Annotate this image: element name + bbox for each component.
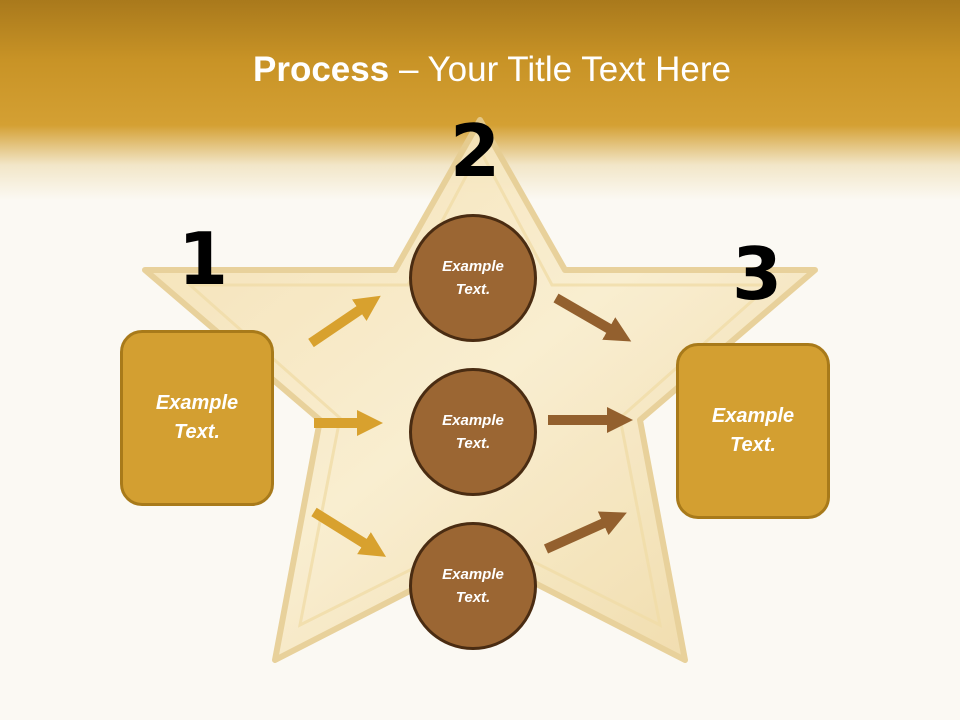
title-rest: – Your Title Text Here [389,50,731,89]
step-number-3: 3 [732,232,783,316]
step-number-2: 2 [450,109,501,193]
page-title: Process – Your Title Text Here [0,50,960,90]
arrow-1-to-bottom [311,507,387,557]
arrow-1-to-top [308,295,381,348]
arrow-top-to-3 [553,293,632,342]
step-number-1: 1 [178,217,229,301]
title-bold: Process [253,50,390,89]
arrow-bottom-to-3 [543,511,627,554]
